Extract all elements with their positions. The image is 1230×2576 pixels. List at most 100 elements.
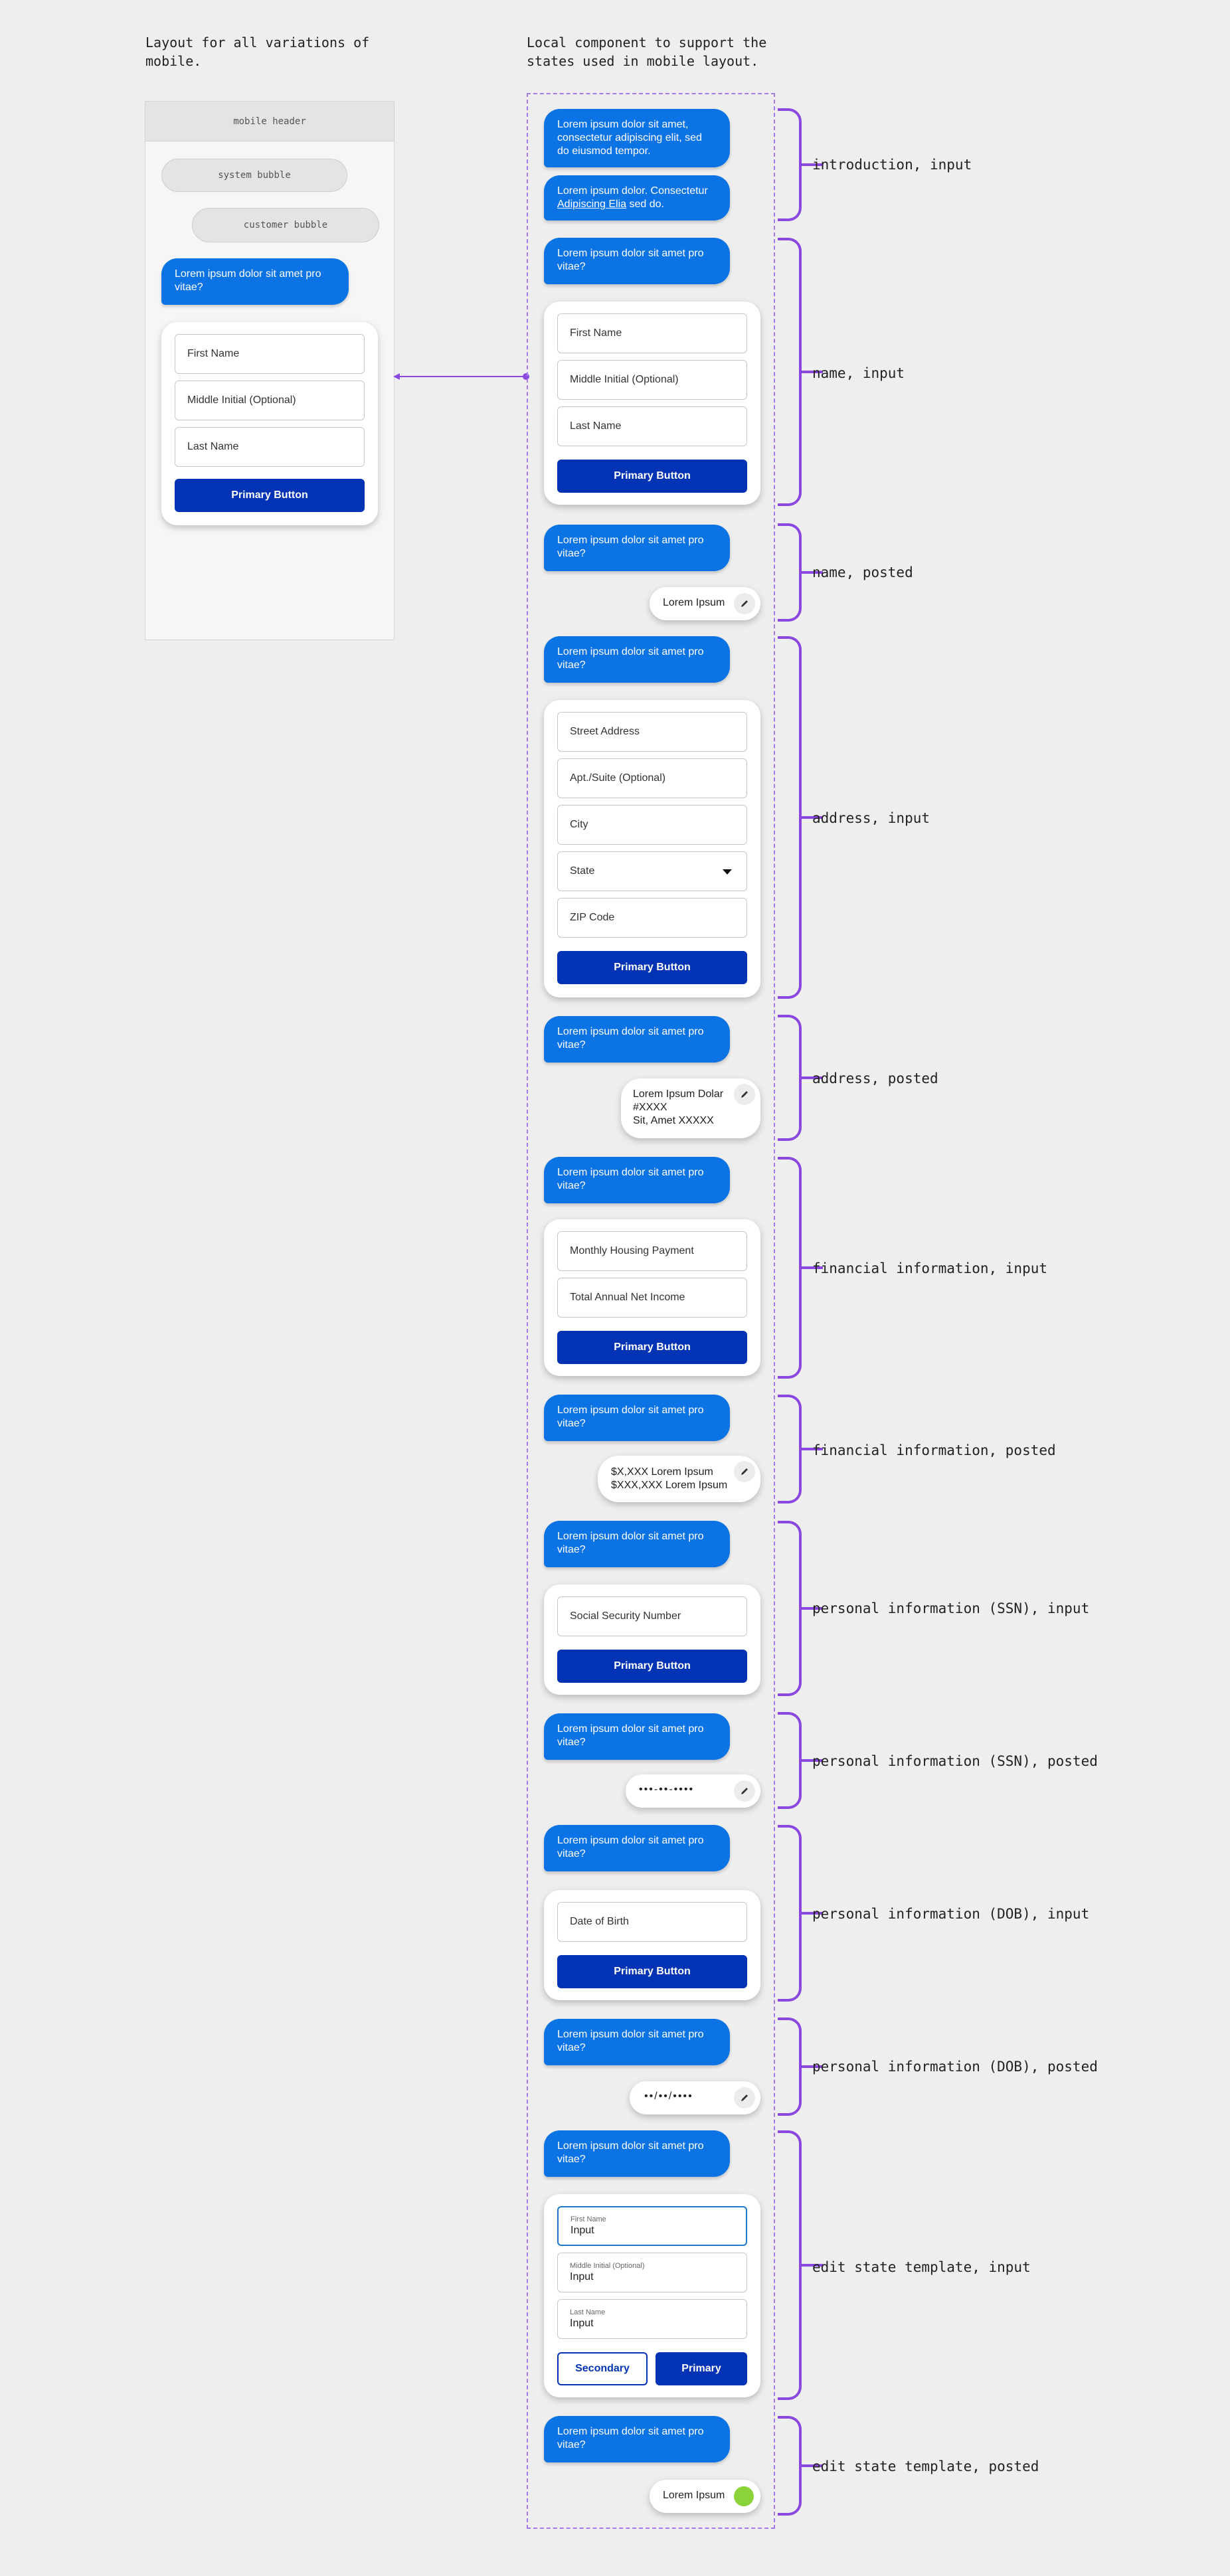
address-posted-question: Lorem ipsum dolor sit amet pro vitae? [544,1016,730,1063]
edit-posted-pill: Lorem Ipsum [650,2480,760,2513]
name-input-card: First Name Middle Initial (Optional) Las… [544,301,760,505]
pencil-icon[interactable] [734,593,755,614]
section-label: edit state template, posted [812,2458,1039,2474]
name-question-bubble: Lorem ipsum dolor sit amet pro vitae? [544,238,730,284]
zip-code-field[interactable]: ZIP Code [557,898,747,938]
primary-button[interactable]: Primary Button [557,460,747,493]
edit-question-bubble: Lorem ipsum dolor sit amet pro vitae? [544,2130,730,2177]
left-heading: Layout for all variations of mobile. [145,35,370,69]
field-label: First Name [571,2215,606,2223]
name-posted-pill: Lorem Ipsum [650,587,760,620]
section-label: introduction, input [812,157,972,173]
section-label: personal information (DOB), input [812,1906,1090,1922]
ssn-posted-pill: •••-••-•••• [626,1774,760,1808]
dob-posted-question: Lorem ipsum dolor sit amet pro vitae? [544,2019,730,2065]
date-of-birth-field[interactable]: Date of Birth [557,1902,747,1942]
last-name-field[interactable]: Last Name Input [557,2299,747,2339]
dob-question-bubble: Lorem ipsum dolor sit amet pro vitae? [544,1825,730,1871]
posted-value: •••-••-•••• [639,1784,695,1795]
bracket [778,1395,823,1503]
posted-value: Lorem Ipsum [663,2490,725,2501]
pencil-icon[interactable] [734,1461,755,1482]
customer-bubble-placeholder: customer bubble [192,208,379,242]
intro-link-bubble: Lorem ipsum dolor. Consectetur Adipiscin… [544,175,730,220]
primary-button[interactable]: Primary Button [557,1955,747,1988]
pencil-icon[interactable] [734,2087,755,2108]
name-form-card: First Name Middle Initial (Optional) Las… [161,322,378,525]
financial-posted-question: Lorem ipsum dolor sit amet pro vitae? [544,1395,730,1441]
ssn-posted-question: Lorem ipsum dolor sit amet pro vitae? [544,1713,730,1760]
first-name-field[interactable]: First Name [557,313,747,353]
arrow-left-icon [393,373,529,380]
mobile-layout: mobile header system bubble customer bub… [145,101,395,640]
component-container [527,93,775,2529]
mobile-header: mobile header [145,102,394,141]
bracket [778,636,823,999]
monthly-housing-field[interactable]: Monthly Housing Payment [557,1231,747,1271]
primary-button[interactable]: Primary Button [557,951,747,984]
primary-button[interactable]: Primary Button [557,1650,747,1683]
field-value: Input [571,2224,594,2236]
address-posted-pill: Lorem Ipsum Dolar #XXXX Sit, Amet XXXXX [621,1078,760,1138]
middle-initial-field[interactable]: Middle Initial (Optional) [175,381,365,420]
intro-text: Lorem ipsum dolor. Consectetur [557,185,708,197]
system-bubble-question: Lorem ipsum dolor sit amet pro vitae? [161,258,349,305]
section-label: address, input [812,810,930,826]
primary-button[interactable]: Primary [656,2352,747,2385]
field-label: Middle Initial (Optional) [570,2261,645,2270]
last-name-field[interactable]: Last Name [175,427,365,467]
system-bubble-placeholder: system bubble [161,159,347,192]
posted-value: ••/••/•••• [644,2091,693,2102]
state-select[interactable]: State [557,851,747,891]
field-value: Input [570,2271,594,2282]
dob-posted-pill: ••/••/•••• [630,2081,760,2114]
street-address-field[interactable]: Street Address [557,712,747,752]
state-select-label: State [570,865,595,877]
annual-income-field[interactable]: Total Annual Net Income [557,1278,747,1318]
posted-value: $X,XXX Lorem Ipsum $XXX,XXX Lorem Ipsum [611,1466,728,1491]
check-dot-icon[interactable] [734,2486,754,2506]
bracket [778,108,823,221]
bracket [778,1712,823,1809]
last-name-field[interactable]: Last Name [557,406,747,446]
financial-question-bubble: Lorem ipsum dolor sit amet pro vitae? [544,1157,730,1203]
bracket [778,2416,823,2516]
posted-value: Lorem Ipsum Dolar #XXXX Sit, Amet XXXXX [633,1088,724,1126]
section-label: personal information (DOB), posted [812,2059,1098,2075]
address-question-bubble: Lorem ipsum dolor sit amet pro vitae? [544,636,730,683]
field-label: Last Name [570,2308,606,2316]
primary-button[interactable]: Primary Button [175,479,365,512]
city-field[interactable]: City [557,805,747,845]
right-heading: Local component to support the states us… [527,35,767,69]
edit-input-card: First Name Input Middle Initial (Optiona… [544,2194,760,2397]
ssn-input-card: Social Security Number Primary Button [544,1585,760,1695]
bracket [778,1157,823,1379]
section-label: personal information (SSN), input [812,1600,1090,1616]
section-label: edit state template, input [812,2259,1031,2275]
section-label: personal information (SSN), posted [812,1753,1098,1769]
apt-suite-field[interactable]: Apt./Suite (Optional) [557,758,747,798]
name-posted-question: Lorem ipsum dolor sit amet pro vitae? [544,525,730,571]
ssn-question-bubble: Lorem ipsum dolor sit amet pro vitae? [544,1521,730,1567]
pencil-icon[interactable] [734,1084,755,1105]
chevron-down-icon [723,869,732,875]
middle-initial-field[interactable]: Middle Initial (Optional) Input [557,2253,747,2292]
financial-posted-pill: $X,XXX Lorem Ipsum $XXX,XXX Lorem Ipsum [598,1456,760,1502]
intro-bubble: Lorem ipsum dolor sit amet, consectetur … [544,109,730,167]
field-value: Input [570,2317,594,2329]
ssn-field[interactable]: Social Security Number [557,1596,747,1636]
middle-initial-field[interactable]: Middle Initial (Optional) [557,360,747,400]
section-label: address, posted [812,1071,938,1086]
financial-input-card: Monthly Housing Payment Total Annual Net… [544,1219,760,1376]
bracket [778,2130,823,2400]
first-name-field[interactable]: First Name Input [557,2206,747,2246]
edit-posted-question: Lorem ipsum dolor sit amet pro vitae? [544,2416,730,2462]
first-name-field[interactable]: First Name [175,334,365,374]
bracket [778,523,823,622]
intro-link[interactable]: Adipiscing Elia [557,199,627,210]
secondary-button[interactable]: Secondary [557,2352,648,2385]
primary-button[interactable]: Primary Button [557,1331,747,1364]
section-label: financial information, posted [812,1442,1056,1458]
pencil-icon[interactable] [734,1780,755,1802]
section-label: financial information, input [812,1260,1048,1276]
